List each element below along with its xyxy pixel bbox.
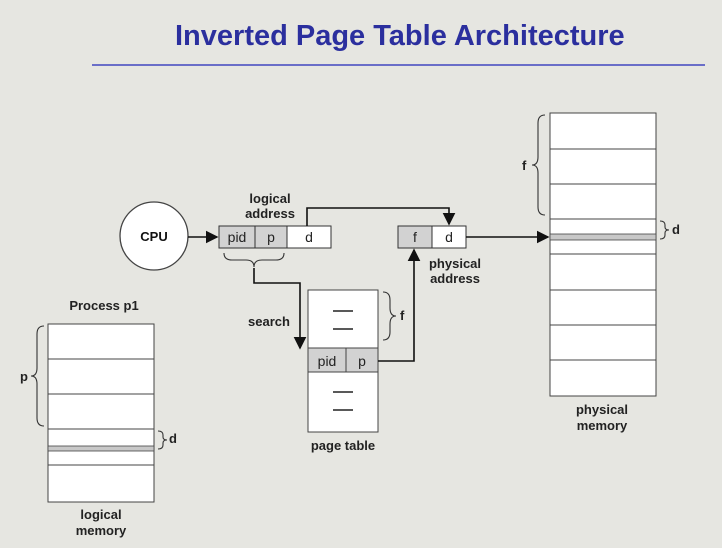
logical-address-register: pid p d [218, 225, 332, 249]
page-table-pid-text: pid [318, 353, 337, 369]
page-table-lower [307, 371, 379, 433]
logical-memory-d-label: d [169, 431, 177, 446]
page-table-pid-cell [307, 347, 347, 373]
physical-memory-offset-band [549, 233, 657, 241]
frame-number-arrow [378, 248, 421, 362]
process-label: Process p1 [69, 298, 138, 313]
physical-memory [549, 112, 657, 397]
logical-memory-p-label: p [20, 369, 28, 384]
logical-memory-label-line1: logical [80, 507, 121, 522]
physical-memory-f-label: f [522, 158, 527, 173]
search-label: search [248, 314, 290, 329]
logical-address-label-line1: logical [249, 191, 290, 206]
logical-memory-p-brace [30, 325, 45, 427]
logical-d-cell [286, 225, 332, 249]
logical-memory-d-brace [157, 430, 168, 450]
logical-p-text: p [267, 229, 275, 245]
physical-memory-d-label: d [672, 222, 680, 237]
physical-memory-label-line2: memory [577, 418, 628, 433]
page-title: Inverted Page Table Architecture [175, 20, 625, 52]
page-table-f-brace [382, 291, 397, 341]
physical-memory-d-brace [659, 220, 670, 240]
physical-address-label-line1: physical [429, 256, 481, 271]
page-table-f-label: f [400, 308, 405, 323]
offset-copy-arrow [306, 207, 456, 226]
cpu-label: CPU [140, 229, 167, 244]
cpu-circle [119, 201, 189, 271]
page-table-label: page table [311, 438, 375, 453]
logical-pid-text: pid [228, 229, 247, 245]
page-table-upper [307, 289, 379, 349]
logical-memory [47, 323, 155, 503]
physical-memory-label-line1: physical [576, 402, 628, 417]
page-table: pid p [307, 289, 379, 433]
physical-f-text: f [413, 229, 417, 245]
logical-memory-offset-band [47, 445, 155, 452]
physical-d-text: d [445, 229, 453, 245]
logical-address-label-line2: address [245, 206, 295, 221]
search-arrow [253, 268, 307, 350]
title-underline [92, 64, 705, 66]
pid-p-brace [223, 252, 285, 268]
page-table-p-text: p [358, 353, 366, 369]
logical-memory-label-line2: memory [76, 523, 127, 538]
physical-memory-f-brace [531, 114, 546, 216]
physical-address-label-line2: address [430, 271, 480, 286]
logical-d-text: d [305, 229, 313, 245]
physical-address-register: f d [397, 225, 467, 249]
logical-memory-box [47, 323, 155, 503]
